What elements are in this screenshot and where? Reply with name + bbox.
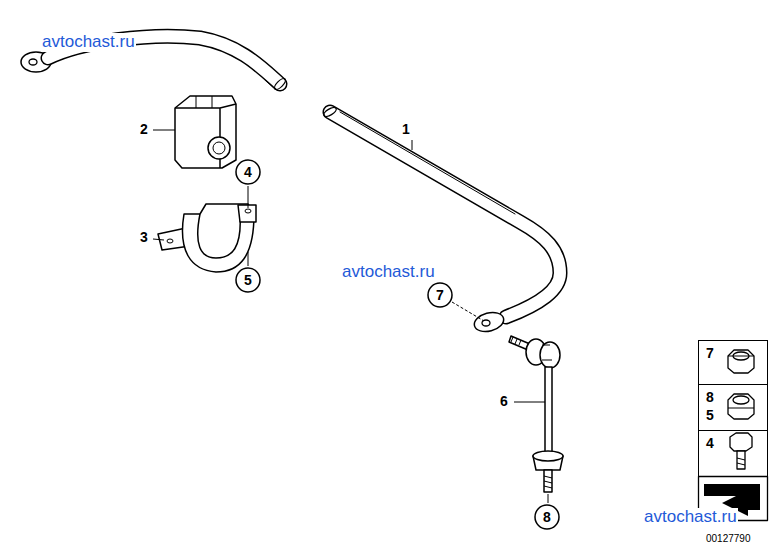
link-lower-top [533,451,563,461]
bar-shade [340,112,515,214]
bar-tube [330,112,560,317]
bushing-edge [175,104,236,168]
callout-number: 4 [706,435,767,453]
bar-tube-inner [330,112,560,317]
link-rod [545,367,552,453]
nut-hole [733,396,749,404]
bolt-head-icon [730,433,752,451]
bolt-shank-icon [737,451,745,469]
callout-number: 5 [706,407,767,425]
stabilizer-bar [21,36,560,334]
nut-icon [728,394,754,419]
nut-icon [728,350,754,373]
leader-line [153,239,164,240]
callout-number: 7 [706,345,767,363]
leader-line [412,140,413,150]
bracket-hole [167,239,173,243]
callout-circle: 7 [427,282,453,308]
link-thread [544,476,552,488]
callout-number: 1 [401,122,411,137]
bar-shade [265,80,276,90]
callout-circle: 4 [235,159,261,185]
link-joint-edge [542,345,552,360]
watermark: avtochast.ru [341,263,436,282]
parts-panel-cell: 4 [698,430,768,477]
bushing-body [175,96,236,168]
circle-outline [236,268,260,292]
watermark: avtochast.ru [41,33,136,52]
bushing-hole-inner [213,142,225,154]
bushing-slot [196,96,212,108]
callout-number: 7 [436,288,444,302]
callout-number: 3 [139,230,149,245]
stabilizer-link [509,336,563,492]
diagram-number: 00127790 [706,533,751,544]
callout-number: 8 [706,389,767,407]
nut-flange [728,408,754,409]
circle-outline [236,160,260,184]
bushing-bracket [158,204,256,272]
callout-number: 5 [244,273,252,287]
callout-number: 8 [543,510,551,524]
parts-panel-icons [699,350,768,521]
leader-line [248,186,249,208]
bar-eye [472,309,506,334]
leader-line [548,494,549,503]
parts-panel-cell: 7 [698,340,768,385]
bar-break [322,106,337,118]
leader-lines [153,130,548,503]
link-joint [540,342,560,368]
callout-number: 4 [244,165,252,179]
link-thread [511,337,521,345]
bracket-flange [238,205,256,222]
leader-line [452,302,484,321]
nut-edge [728,356,754,357]
callout-circle: 5 [235,267,261,293]
bolt-thread [737,458,745,465]
circle-outline [428,283,452,307]
callout-circle: 8 [534,504,560,530]
circle-outline [535,505,559,529]
link-lower-stud [544,470,552,492]
parts-panel-cell: 85 [698,384,768,431]
leader-line [514,402,545,403]
rubber-bushing [175,96,236,168]
bracket-flange-hole [245,209,251,213]
callout-number: 6 [499,394,509,409]
bushing-hole [208,137,230,159]
callout-number: 2 [139,122,149,137]
bar-eye-hole [29,59,37,65]
leader-line [153,130,175,131]
watermark: avtochast.ru [643,508,738,527]
leader-line [248,252,249,266]
